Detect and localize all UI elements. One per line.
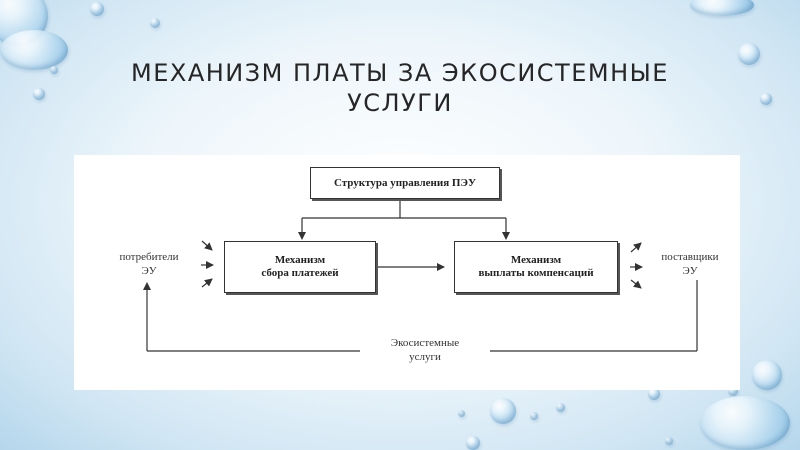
- suppliers-label: поставщики ЭУ: [661, 251, 719, 277]
- management-structure-box: Структура управления ПЭУ: [310, 167, 500, 199]
- consumers-label: потребители ЭУ: [119, 251, 179, 277]
- incoming-arrows: [201, 240, 214, 288]
- water-drop-decoration: [33, 88, 45, 100]
- water-drop-decoration: [760, 93, 772, 105]
- payment-collection-box: Механизм сбора платежей: [224, 241, 376, 293]
- diagram-panel: Структура управления ПЭУ Механизм сбора …: [74, 155, 740, 390]
- water-drop-decoration: [458, 410, 465, 417]
- water-drop-decoration: [150, 18, 160, 28]
- water-drop-decoration: [50, 66, 58, 74]
- outgoing-arrows: [630, 242, 643, 289]
- water-drop-decoration: [556, 403, 565, 412]
- water-drop-decoration: [0, 30, 68, 70]
- water-drop-decoration: [752, 360, 782, 390]
- water-drop-decoration: [738, 43, 760, 65]
- water-drop-decoration: [466, 436, 480, 450]
- water-drop-decoration: [690, 0, 754, 16]
- diagram-connectors: [143, 199, 698, 352]
- water-drop-decoration: [728, 386, 738, 396]
- water-drop-decoration: [90, 2, 104, 16]
- services-loop: [143, 280, 698, 352]
- water-drop-decoration: [648, 388, 660, 400]
- ecosystem-services-label: Экосистемные услуги: [390, 337, 460, 363]
- water-drop-decoration: [530, 412, 538, 420]
- water-drop-decoration: [665, 437, 673, 445]
- slide-title: Механизм платы за экосистемные услуги: [131, 59, 669, 117]
- compensation-payout-box: Механизм выплаты компенсаций: [454, 241, 618, 293]
- management-connector: [298, 199, 510, 240]
- water-drop-decoration: [700, 396, 790, 450]
- water-drop-decoration: [490, 398, 516, 424]
